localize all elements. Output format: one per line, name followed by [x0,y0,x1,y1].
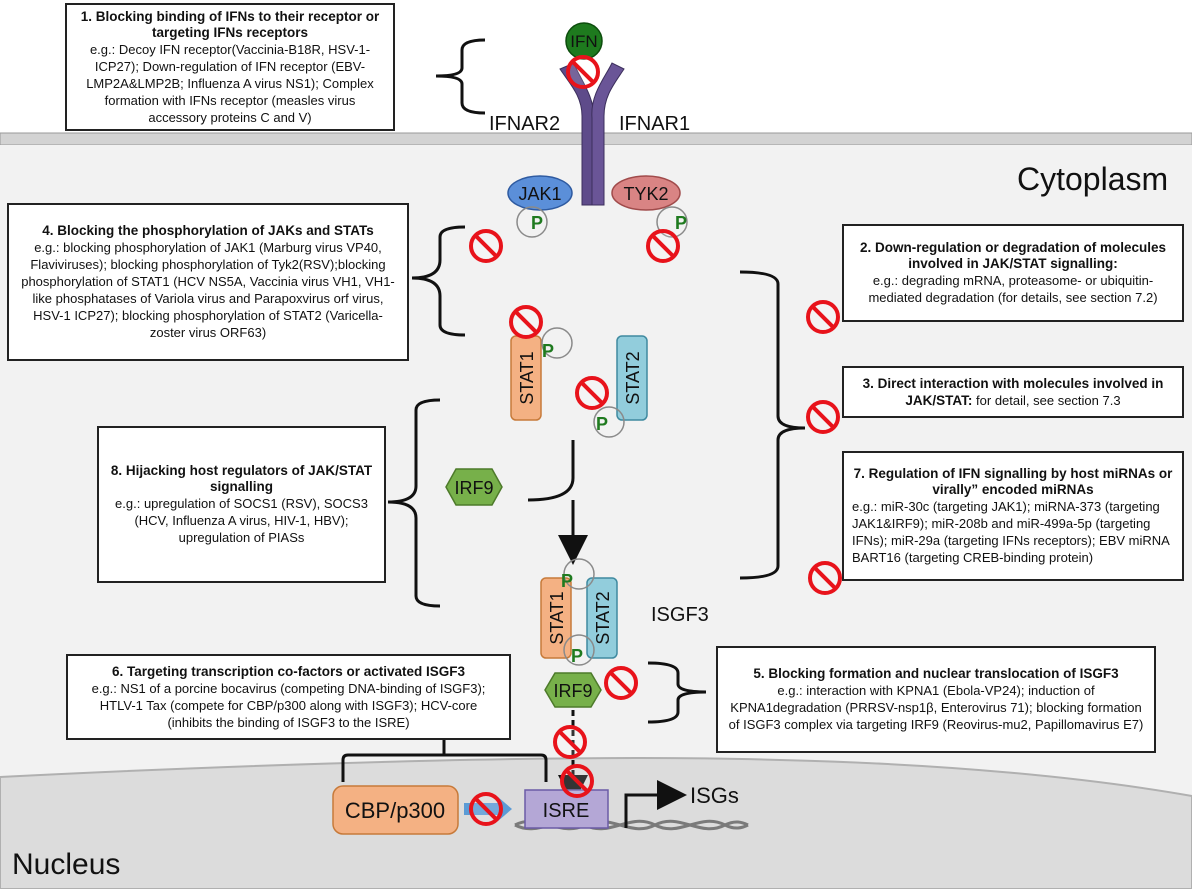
mechanism-box-8: 8. Hijacking host regulators of JAK/STAT… [97,426,386,583]
mechanism-box-1: 1. Blocking binding of IFNs to their rec… [65,3,395,131]
stat1-phospho-circle [541,327,573,359]
block-sign-translocation [553,725,587,759]
block-sign-box3 [806,400,840,434]
block-sign-isgf3 [604,666,638,700]
tyk2-label: TYK2 [623,184,668,204]
mechanism-box-3-text: 3. Direct interaction with molecules inv… [852,375,1174,409]
jak1-phospho: P [531,213,543,233]
mechanism-box-3-title: 3. Direct interaction with molecules inv… [862,376,1164,408]
mechanism-box-7-body: e.g.: miR-30c (targeting JAK1); miRNA-37… [852,499,1170,565]
ifnar1-chain [591,62,625,206]
mechanism-box-6-title: 6. Targeting transcription co-factors or… [111,663,466,679]
bracket-box1 [435,38,486,115]
bracket-box8 [387,398,441,608]
isgf3-phospho-top: P [561,571,573,591]
isgf3-phospho-bottom: P [571,646,583,666]
irf9-free-shape [445,468,503,506]
mechanism-box-6-body: e.g.: NS1 of a porcine bocavirus (compet… [91,680,486,730]
isgf3-irf9-label: IRF9 [553,681,592,701]
stat1-phospho: P [542,341,554,361]
block-sign-box7 [808,561,842,595]
mechanism-box-5-title: 5. Blocking formation and nuclear transl… [753,666,1119,681]
mechanism-box-5: 5. Blocking formation and nuclear transl… [716,646,1156,753]
tyk2-phospho: P [675,213,687,233]
bracket-box5 [647,661,707,724]
isre-label: ISRE [543,800,590,822]
activation-arrow [527,440,575,502]
nucleus-label: Nucleus [12,848,120,881]
mechanism-box-2-body: e.g.: degrading mRNA, proteasome- or ubi… [868,273,1158,305]
stat2-phospho-circle [593,406,625,438]
isgf3-irf9-shape [544,672,602,708]
irf9-free-label: IRF9 [454,478,493,498]
ifnar2-label: IFNAR2 [489,113,560,135]
isgf3-stat1-label: STAT1 [547,591,567,644]
cbp-shape [332,785,459,835]
mechanism-box-5-body: e.g.: interaction with KPNA1 (Ebola-VP24… [728,683,1144,732]
isgf3-phospho-top-circle [563,558,595,590]
mechanism-box-7-title: 7. Regulation of IFN signalling by host … [853,466,1173,497]
block-sign-stat2 [575,376,609,410]
mechanism-box-8-body: e.g.: upregulation of SOCS1 (RSV), SOCS3… [115,496,368,545]
cytoplasm-label: Cytoplasm [1017,161,1168,197]
isgs-label: ISGs [690,783,739,808]
isgf3-stat1-shape [540,577,572,659]
stat1-free-label: STAT1 [517,351,537,404]
block-sign-box2 [806,300,840,334]
block-sign-stat1 [509,305,543,339]
mechanism-box-3: 3. Direct interaction with molecules inv… [842,366,1184,418]
mechanism-box-4-body: e.g.: blocking phosphorylation of JAK1 (… [21,240,395,340]
isgf3-label: ISGF3 [651,604,709,626]
mechanism-box-4: 4. Blocking the phosphorylation of JAKs … [7,203,409,361]
tyk2-ellipse [611,175,681,211]
mechanism-box-4-title: 4. Blocking the phosphorylation of JAKs … [42,223,374,238]
block-sign-jak1 [469,229,503,263]
mechanism-box-2-title: 2. Down-regulation or degradation of mol… [859,240,1167,271]
mechanism-box-3-body: for detail, see section 7.3 [976,393,1121,408]
ifnar1-label: IFNAR1 [619,113,690,135]
cbp-label: CBP/p300 [345,798,445,823]
stat2-free-shape [616,335,648,421]
block-sign-ifn-binding [566,55,600,89]
stat2-phospho: P [596,414,608,434]
isgf3-phospho-bottom-circle [563,634,595,666]
stat2-free-label: STAT2 [623,351,643,404]
isgf3-stat2-label: STAT2 [593,591,613,644]
block-sign-nuclear-entry [560,764,594,798]
mechanism-box-2: 2. Down-regulation or degradation of mol… [842,224,1184,322]
jak1-phospho-circle [516,206,548,238]
isgf3-stat2-shape [586,577,618,659]
bracket-boxes-2-3-7 [739,270,806,580]
transcription-arrow [624,780,687,828]
mechanism-box-6: 6. Targeting transcription co-factors or… [66,654,511,740]
ifn-label: IFN [570,32,597,51]
block-sign-cbp [469,792,503,826]
bracket-box4 [411,225,466,337]
block-sign-tyk2 [646,229,680,263]
mechanism-box-7: 7. Regulation of IFN signalling by host … [842,451,1184,581]
mechanism-box-1-body: e.g.: Decoy IFN receptor(Vaccinia-B18R, … [86,41,374,125]
mechanism-box-8-title: 8. Hijacking host regulators of JAK/STAT… [110,463,373,494]
mechanism-box-1-title: 1. Blocking binding of IFNs to their rec… [80,8,380,40]
jak1-label: JAK1 [518,184,561,204]
